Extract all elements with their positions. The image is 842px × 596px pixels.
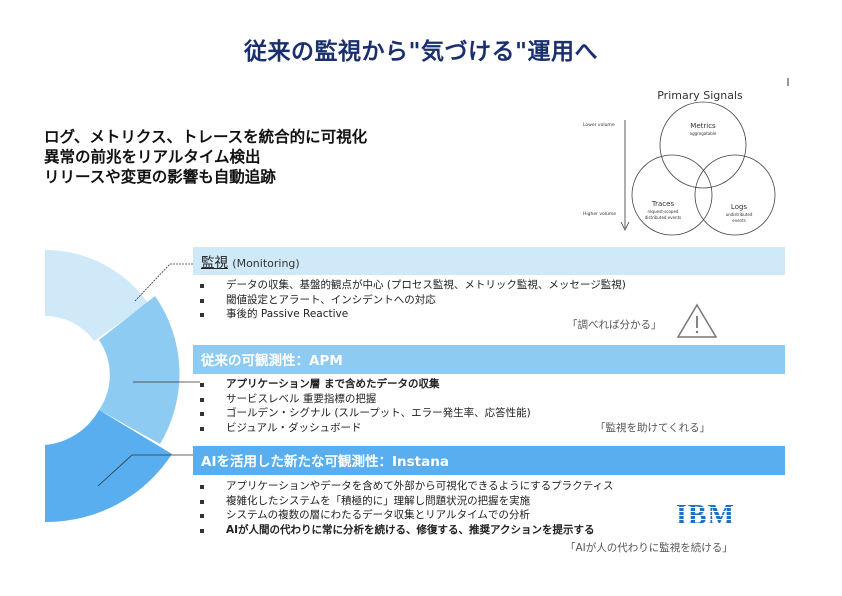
traces-label: Traces bbox=[651, 200, 675, 208]
donut-segment-instana bbox=[45, 410, 172, 523]
slide-title: 従来の監視から"気づける"運用へ bbox=[244, 39, 598, 65]
bullet-item: システムの複数の層にわたるデータ収集とリアルタイムでの分析 bbox=[200, 508, 614, 523]
traces-desc: distributed events bbox=[645, 215, 681, 220]
section-instana-bullets: アプリケーションやデータを含めて外部から可視化できるようにするプラクティス 複雑… bbox=[200, 479, 614, 537]
section-heading-sub: (Monitoring) bbox=[232, 257, 300, 270]
intro-line: 異常の前兆をリアルタイム検出 bbox=[44, 148, 261, 166]
bullet-item: ビジュアル・ダッシュボード bbox=[200, 421, 531, 436]
bullet-item: アプリケーション層 まで含めたデータの収集 bbox=[200, 377, 531, 392]
section-note: 「調べれば分かる」 bbox=[567, 319, 662, 331]
logs-desc: undistributed bbox=[726, 212, 753, 217]
traces-circle bbox=[631, 154, 713, 236]
axis-top-label: Lower volume bbox=[583, 122, 615, 128]
bullet-item: データの収集、基盤的観点が中心 (プロセス監視、メトリック監視、メッセージ監視) bbox=[200, 278, 626, 293]
layer-donut bbox=[45, 249, 200, 523]
donut-segment-apm bbox=[99, 296, 180, 444]
bullet-item: ゴールデン・シグナル (スループット、エラー発生率、応答性能) bbox=[200, 406, 531, 421]
metrics-label: Metrics bbox=[690, 122, 716, 130]
donut-segment-monitoring bbox=[45, 249, 148, 341]
section-instana-header: AIを活用した新たな可観測性：Instana bbox=[193, 446, 785, 475]
logs-label: Logs bbox=[731, 203, 748, 211]
diagram-title: Primary Signals bbox=[657, 89, 743, 102]
bullet-item: AIが人間の代わりに常に分析を続ける、修復する、推奨アクションを提示する bbox=[200, 523, 614, 538]
logs-desc: events bbox=[732, 218, 745, 223]
primary-signals-diagram: Primary Signals Lower volume Higher volu… bbox=[583, 78, 789, 236]
intro-text: ログ、メトリクス、トレースを統合的に可視化 異常の前兆をリアルタイム検出 リリー… bbox=[44, 127, 367, 187]
axis-bottom-label: Higher volume bbox=[583, 211, 616, 217]
section-monitoring-header: 監視 (Monitoring) bbox=[193, 247, 785, 275]
section-apm-header: 従来の可観測性：APM bbox=[193, 345, 785, 374]
bullet-item: 複雑化したシステムを「積極的に」理解し問題状況の把握を実施 bbox=[200, 494, 614, 509]
warning-icon bbox=[676, 303, 718, 338]
bullet-item: 閾値設定とアラート、インシデントへの対応 bbox=[200, 293, 626, 308]
ibm-logo: IBM bbox=[676, 500, 735, 531]
section-note: 「AIが人の代わりに監視を続ける」 bbox=[565, 542, 733, 554]
intro-line: ログ、メトリクス、トレースを統合的に可視化 bbox=[44, 128, 368, 146]
section-apm-bullets: アプリケーション層 まで含めたデータの収集 サービスレベル 重要指標の把握 ゴー… bbox=[200, 377, 531, 435]
section-note: 「監視を助けてくれる」 bbox=[595, 422, 711, 434]
intro-line: リリースや変更の影響も自動追跡 bbox=[44, 168, 276, 186]
section-heading: 監視 bbox=[201, 255, 228, 271]
section-heading: 従来の可観測性：APM bbox=[201, 353, 343, 369]
bullet-item: アプリケーションやデータを含めて外部から可視化できるようにするプラクティス bbox=[200, 479, 614, 494]
logs-circle bbox=[694, 154, 776, 236]
section-heading: AIを活用した新たな可観測性：Instana bbox=[201, 454, 449, 470]
bullet-item: サービスレベル 重要指標の把握 bbox=[200, 392, 531, 407]
traces-desc: request-scoped bbox=[648, 209, 679, 214]
bullet-item: 事後的 Passive Reactive bbox=[200, 307, 626, 322]
metrics-circle bbox=[659, 101, 747, 189]
metrics-desc: aggregatable bbox=[690, 131, 717, 136]
section-monitoring-bullets: データの収集、基盤的観点が中心 (プロセス監視、メトリック監視、メッセージ監視)… bbox=[200, 278, 626, 322]
